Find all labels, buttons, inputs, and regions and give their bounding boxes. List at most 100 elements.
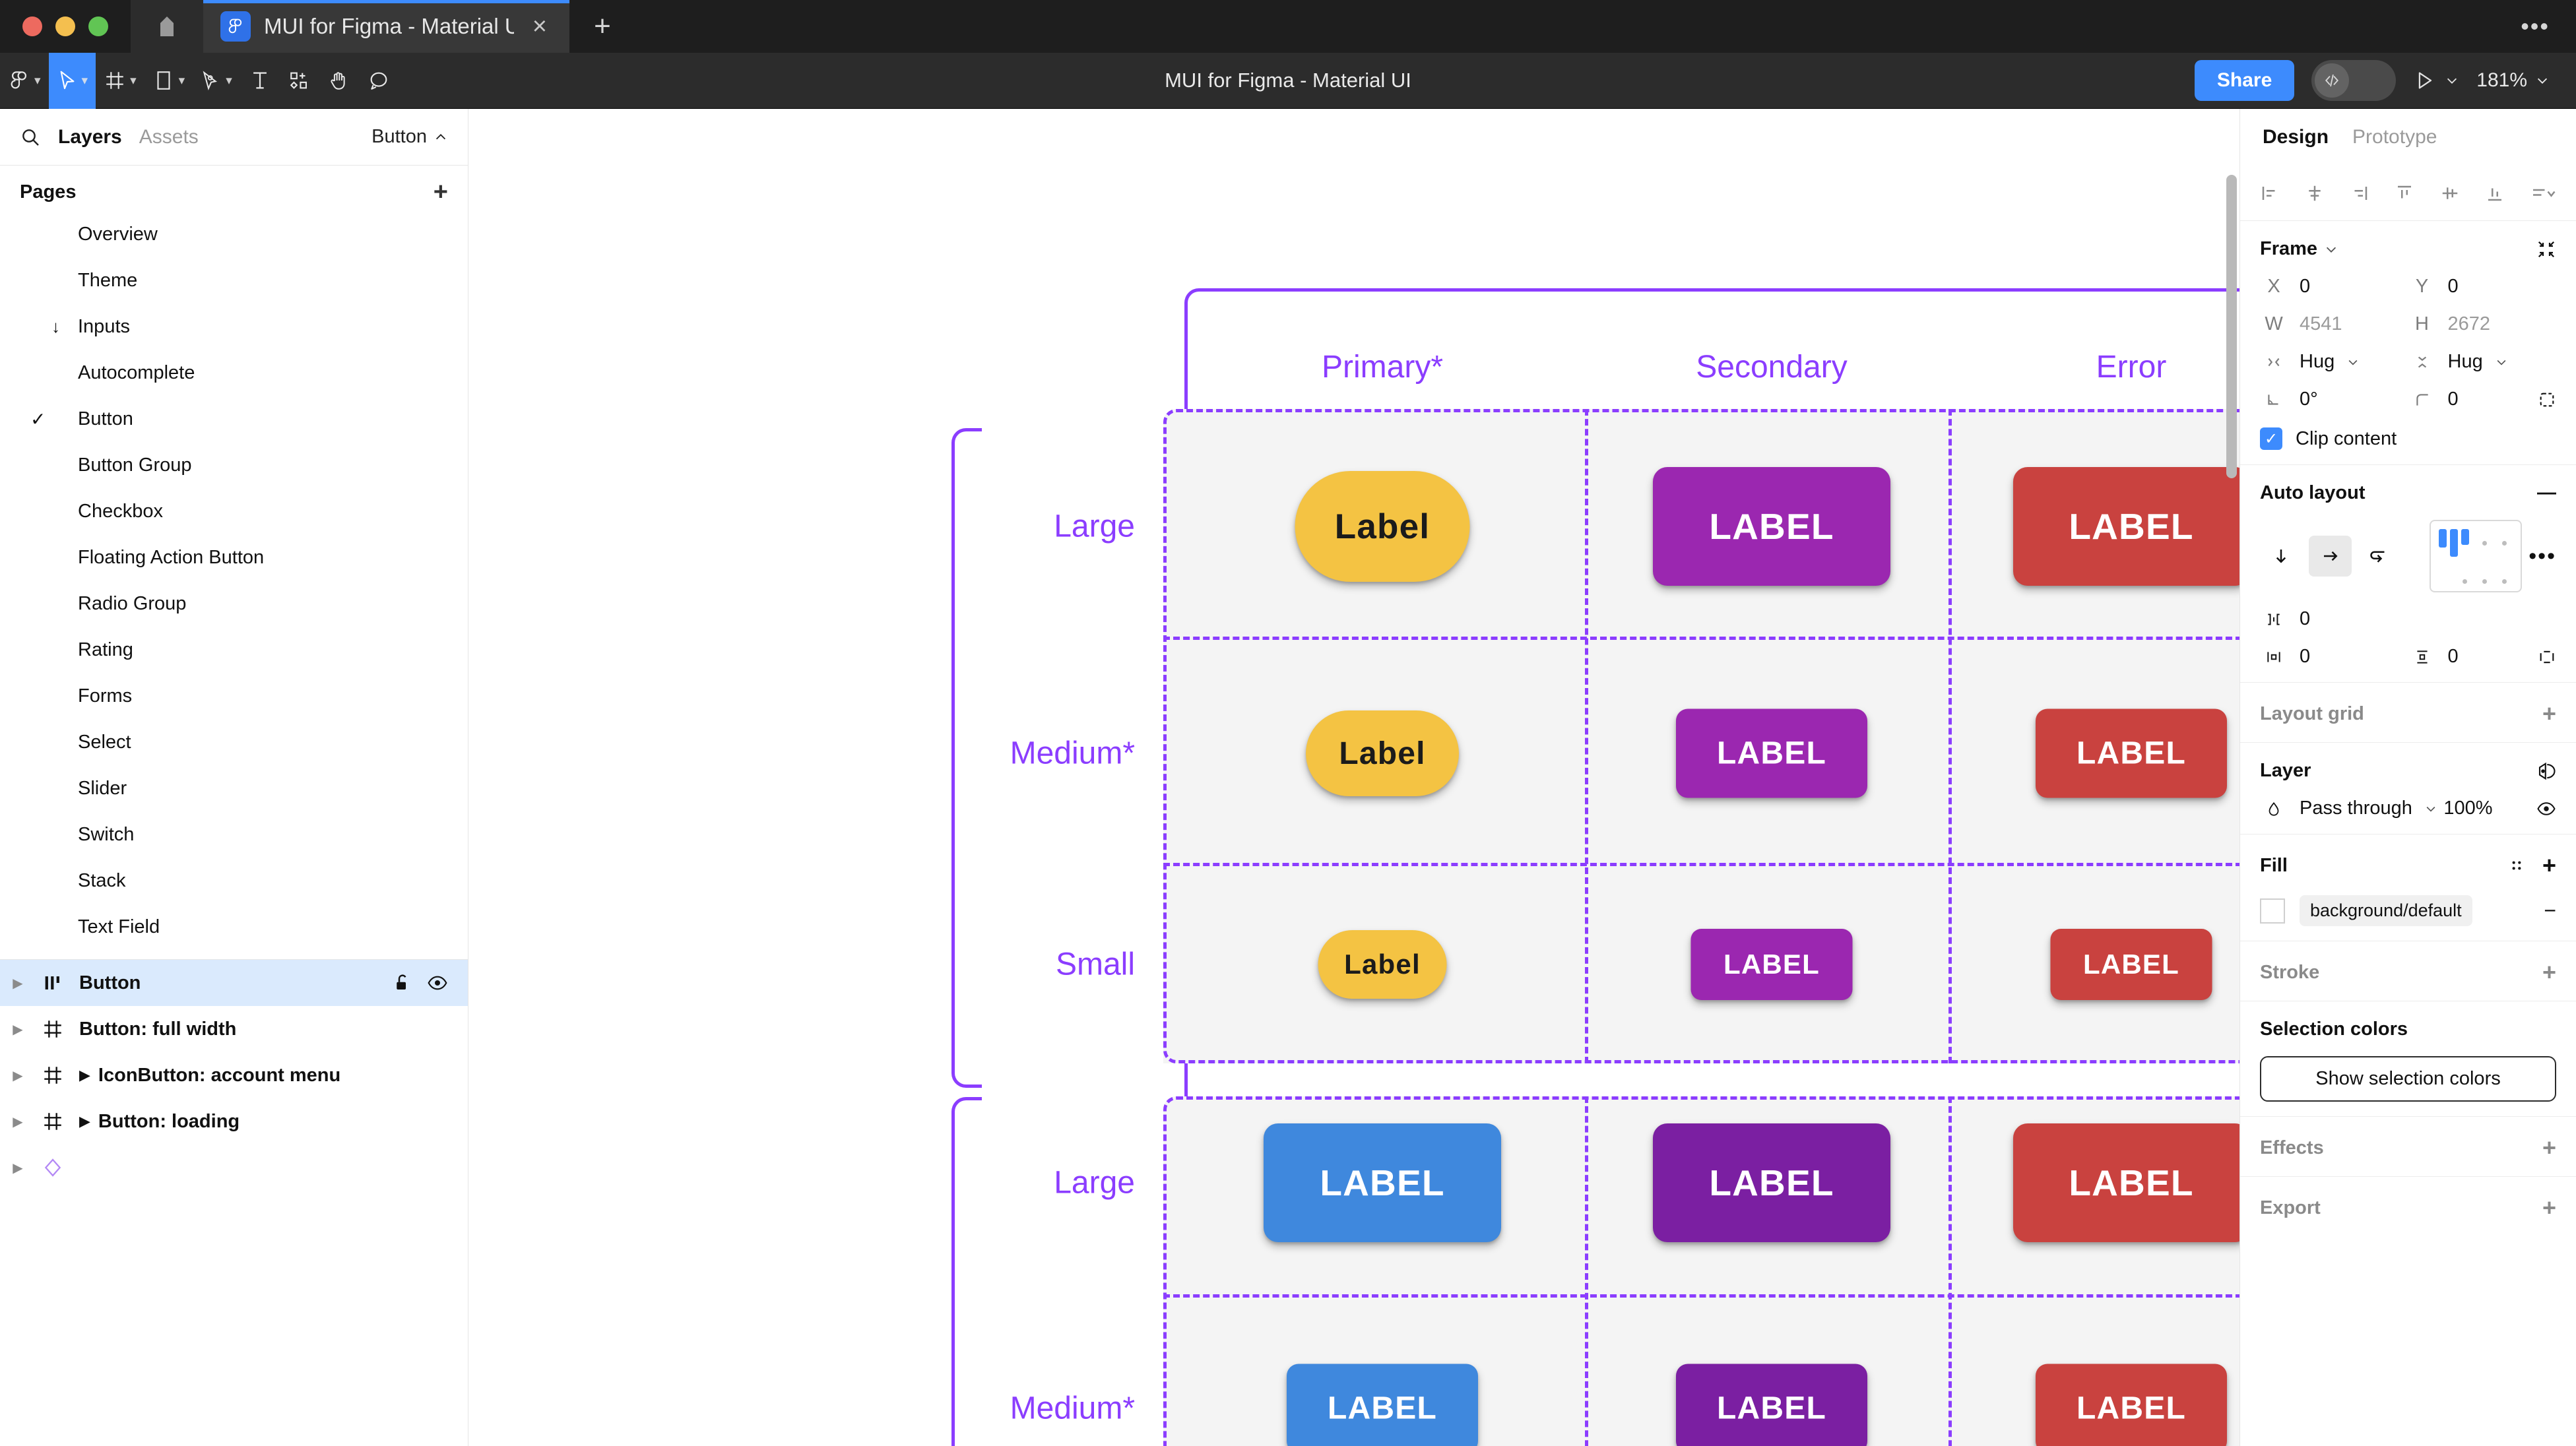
material-button-primary-large-3[interactable]: LABEL [1264,1123,1501,1242]
tab-design[interactable]: Design [2263,126,2329,148]
material-button-secondary-medium-1[interactable]: LABEL [1676,708,1867,798]
fill-styles-icon[interactable] [2508,857,2525,874]
rotation-value[interactable]: 0° [2300,389,2318,410]
material-button-secondary-large-3[interactable]: LABEL [1653,1123,1890,1242]
remove-auto-layout-button[interactable]: — [2537,482,2556,503]
page-item-theme[interactable]: Theme [0,257,468,303]
layer-settings-icon[interactable] [2536,761,2556,781]
text-tool-button[interactable] [240,53,280,109]
page-item-forms[interactable]: Forms [0,673,468,719]
vertical-padding-value[interactable]: 0 [2447,646,2459,667]
remove-fill-button[interactable]: − [2544,898,2556,922]
horizontal-resizing-field[interactable]: Hug [2260,351,2408,373]
blend-mode-field[interactable]: Pass through [2260,798,2443,819]
gap-value[interactable]: 0 [2300,608,2311,629]
gap-field[interactable]: 0 [2260,608,2408,630]
disclosure-triangle-icon[interactable]: ▶ [79,1067,90,1083]
chevron-down-icon[interactable] [2495,356,2508,369]
page-item-slider[interactable]: Slider [0,765,468,811]
page-item-stack[interactable]: Stack [0,858,468,904]
distribute-menu-icon[interactable] [2530,183,2556,203]
browser-tab[interactable]: MUI for Figma - Material UI × [203,0,569,53]
add-page-button[interactable]: + [433,178,448,206]
add-fill-button[interactable]: + [2542,852,2556,879]
vertical-padding-field[interactable]: 0 [2408,646,2557,668]
align-right-icon[interactable] [2350,183,2369,203]
visibility-icon[interactable] [427,972,448,993]
material-button-error-large-0[interactable]: LABEL [2013,467,2239,586]
vertical-resizing-field[interactable]: Hug [2408,351,2557,373]
zoom-control[interactable]: 181% [2476,69,2550,92]
comment-tool-button[interactable] [359,53,399,109]
align-bottom-icon[interactable] [2485,183,2505,203]
material-button-primary-medium-4[interactable]: LABEL [1287,1364,1478,1446]
h-value[interactable]: 2672 [2447,313,2491,334]
horizontal-padding-field[interactable]: 0 [2260,646,2408,668]
material-button-error-small-2[interactable]: LABEL [2050,929,2212,1000]
page-item-select[interactable]: Select [0,719,468,765]
align-top-icon[interactable] [2395,183,2414,203]
alignment-grid[interactable] [2430,520,2523,592]
w-value[interactable]: 4541 [2300,313,2342,334]
close-window-button[interactable] [22,16,42,36]
shape-tool-button[interactable]: ▾ [145,53,193,109]
resources-button[interactable] [280,53,319,109]
corner-radius-field[interactable]: 0 [2408,389,2557,410]
browser-menu-button[interactable]: ••• [2521,13,2550,40]
y-value[interactable]: 0 [2447,276,2459,297]
material-button-secondary-large-0[interactable]: LABEL [1653,467,1890,586]
page-item-button-group[interactable]: Button Group [0,442,468,488]
minimize-window-button[interactable] [55,16,75,36]
clip-content-row[interactable]: ✓ Clip content [2260,427,2556,450]
x-value[interactable]: 0 [2300,276,2311,297]
tab-layers[interactable]: Layers [58,125,122,148]
page-item-radio-group[interactable]: Radio Group [0,581,468,627]
dev-mode-toggle[interactable] [2311,60,2397,101]
y-field[interactable]: Y 0 [2408,276,2557,298]
layout-direction-vertical-button[interactable] [2260,536,2302,577]
horizontal-padding-value[interactable]: 0 [2300,646,2311,667]
present-button[interactable] [2413,69,2459,92]
figma-menu-button[interactable]: ▾ [0,53,49,109]
layer-visibility-icon[interactable] [2536,799,2556,819]
material-button-secondary-small-2[interactable]: LABEL [1690,929,1853,1000]
vertical-resize-value[interactable]: Hug [2447,351,2483,372]
layer-row-iconbutton-account-menu[interactable]: ▶▶IconButton: account menu [0,1052,468,1098]
page-item-text-field[interactable]: Text Field [0,904,468,950]
layer-row-button-loading[interactable]: ▶▶Button: loading [0,1098,468,1145]
layout-direction-horizontal-button[interactable] [2309,536,2352,577]
blend-mode-value[interactable]: Pass through [2300,798,2412,819]
tab-assets[interactable]: Assets [139,125,199,148]
fill-style-token[interactable]: background/default [2300,895,2472,926]
layout-wrap-button[interactable] [2358,536,2400,577]
fill-color-swatch[interactable] [2260,898,2285,924]
align-center-vertical-icon[interactable] [2440,183,2460,203]
page-item-rating[interactable]: Rating [0,627,468,673]
search-icon[interactable] [20,127,41,148]
layer-row-button[interactable]: ▶Button [0,960,468,1006]
x-field[interactable]: X 0 [2260,276,2408,298]
maximize-window-button[interactable] [88,16,108,36]
material-button-primary-small-2[interactable]: Label [1318,930,1447,999]
share-button[interactable]: Share [2194,60,2295,101]
width-field[interactable]: W 4541 [2260,313,2408,335]
chevron-down-icon[interactable] [2346,356,2360,369]
opacity-field[interactable]: 100% [2443,798,2556,819]
independent-corners-button[interactable] [2538,391,2556,409]
page-item-overview[interactable]: Overview [0,211,468,257]
expand-arrow-icon[interactable]: ▶ [13,1160,23,1176]
corner-radius-value[interactable]: 0 [2447,389,2459,410]
lock-icon[interactable] [393,973,412,993]
page-item-checkbox[interactable]: Checkbox [0,488,468,534]
page-item-floating-action-button[interactable]: Floating Action Button [0,534,468,581]
material-button-error-medium-4[interactable]: LABEL [2036,1364,2227,1446]
material-button-error-medium-1[interactable]: LABEL [2036,708,2227,798]
page-item-inputs[interactable]: ↓Inputs [0,303,468,350]
individual-padding-button[interactable] [2538,648,2556,666]
height-field[interactable]: H 2672 [2408,313,2557,335]
page-item-autocomplete[interactable]: Autocomplete [0,350,468,396]
show-selection-colors-button[interactable]: Show selection colors [2260,1056,2556,1102]
disclosure-triangle-icon[interactable]: ▶ [79,1113,90,1129]
expand-arrow-icon[interactable]: ▶ [13,1022,23,1037]
